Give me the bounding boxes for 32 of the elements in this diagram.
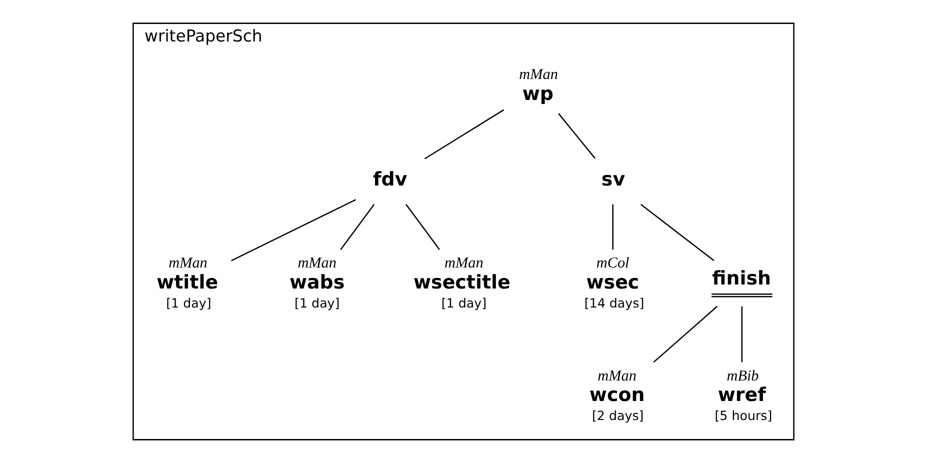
node-label: mMan <box>444 254 484 272</box>
connector <box>424 109 504 160</box>
node-label: [2 days] <box>592 408 644 424</box>
connector <box>231 199 356 262</box>
node-text: wcon <box>589 384 645 406</box>
connector <box>558 113 596 159</box>
node-text: wabs <box>289 271 345 294</box>
node-label: [5 hours] <box>714 408 772 424</box>
node-label: mMan <box>519 66 558 84</box>
node-text: fdv <box>373 168 408 190</box>
node-label: finish <box>712 268 772 290</box>
node-text: wsectitle <box>414 271 510 294</box>
node-text: sv <box>601 168 626 190</box>
node-label: [14 days] <box>584 295 644 310</box>
node-text: wsec <box>586 271 640 294</box>
connector <box>640 204 714 262</box>
node-text: wp <box>522 82 554 105</box>
node-label: mMan <box>168 254 208 272</box>
connector <box>612 204 614 250</box>
node-label: [1 day] <box>166 295 212 310</box>
connector <box>406 204 440 250</box>
node-label: mMan <box>598 367 636 384</box>
node-label: mCol <box>596 254 630 272</box>
node-label: mBib <box>726 367 759 384</box>
connector <box>741 306 743 362</box>
node-label: [1 day] <box>294 295 340 310</box>
node-text: wref <box>718 384 766 406</box>
connector <box>340 204 375 250</box>
node-text: wtitle <box>156 271 218 294</box>
node-label: mMan <box>298 254 336 272</box>
connector <box>653 306 718 363</box>
node-label: [1 day] <box>441 295 487 310</box>
